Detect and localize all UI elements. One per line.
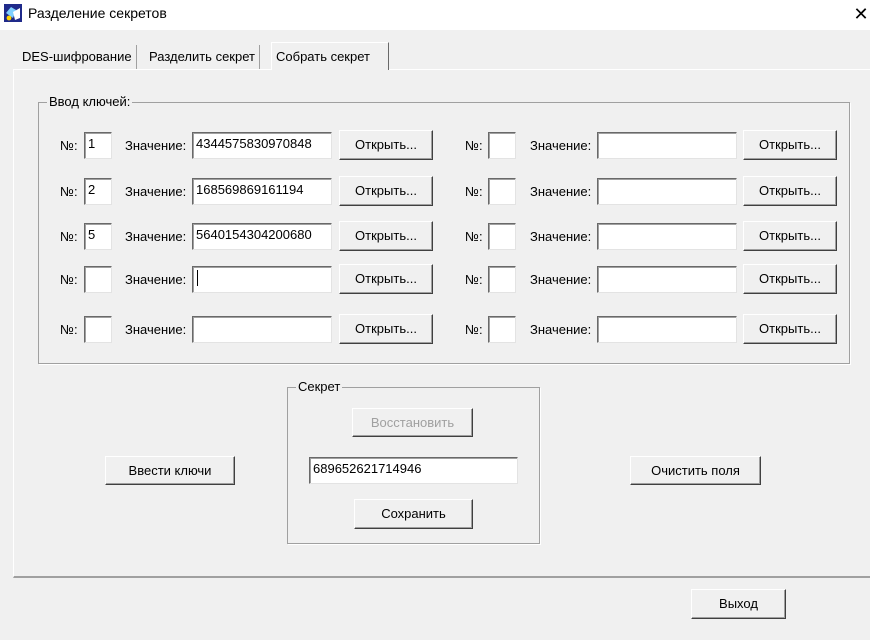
key-value-field-3[interactable]: 5640154304200680 <box>192 223 332 250</box>
key-value-label: Значение: <box>125 322 187 337</box>
enter-keys-button[interactable]: Ввести ключи <box>105 456 235 485</box>
open-key-file-button-2[interactable]: Открыть... <box>339 176 433 206</box>
open-key-file-button-7[interactable]: Открыть... <box>743 176 837 206</box>
key-value-label: Значение: <box>530 184 592 199</box>
app-icon <box>4 4 22 22</box>
secret-value-field[interactable]: 689652621714946 <box>309 457 518 484</box>
open-key-file-button-4[interactable]: Открыть... <box>339 264 433 294</box>
key-number-field-3[interactable]: 5 <box>84 223 112 250</box>
key-number-field-5[interactable] <box>84 316 112 343</box>
text-caret <box>197 270 198 286</box>
open-key-file-button-9[interactable]: Открыть... <box>743 264 837 294</box>
key-number-label: №: <box>60 272 78 287</box>
key-value-field-1[interactable]: 4344575830970848 <box>192 132 332 159</box>
key-value-field-6[interactable] <box>597 132 737 159</box>
key-value-field-2[interactable]: 168569869161194 <box>192 178 332 205</box>
key-number-label: №: <box>60 229 78 244</box>
save-button[interactable]: Сохранить <box>354 499 473 529</box>
key-number-field-10[interactable] <box>488 316 516 343</box>
key-value-field-8[interactable] <box>597 223 737 250</box>
key-value-field-5[interactable] <box>192 316 332 343</box>
open-key-file-button-1[interactable]: Открыть... <box>339 130 433 160</box>
key-number-field-7[interactable] <box>488 178 516 205</box>
key-number-label: №: <box>60 184 78 199</box>
key-value-label: Значение: <box>530 272 592 287</box>
tab-collect-secret[interactable]: Собрать секрет <box>271 42 389 70</box>
open-key-file-button-5[interactable]: Открыть... <box>339 314 433 344</box>
tab-panel <box>13 69 870 578</box>
key-number-field-1[interactable]: 1 <box>84 132 112 159</box>
key-value-label: Значение: <box>125 272 187 287</box>
restore-button[interactable]: Восстановить <box>352 408 473 437</box>
key-number-field-2[interactable]: 2 <box>84 178 112 205</box>
tab-des-encryption[interactable]: DES-шифрование <box>18 45 137 69</box>
exit-button[interactable]: Выход <box>691 589 786 619</box>
title-bar: Разделение секретов ✕ <box>0 0 870 30</box>
key-value-field-9[interactable] <box>597 266 737 293</box>
key-number-label: №: <box>465 138 483 153</box>
key-number-field-8[interactable] <box>488 223 516 250</box>
key-value-label: Значение: <box>530 322 592 337</box>
secret-group-title: Секрет <box>296 379 343 395</box>
key-value-label: Значение: <box>530 229 592 244</box>
key-number-label: №: <box>465 184 483 199</box>
tab-split-secret[interactable]: Разделить секрет <box>145 45 260 69</box>
key-number-field-6[interactable] <box>488 132 516 159</box>
key-value-field-10[interactable] <box>597 316 737 343</box>
key-number-label: №: <box>465 229 483 244</box>
key-value-field-4[interactable] <box>192 266 332 293</box>
key-value-label: Значение: <box>125 229 187 244</box>
key-number-field-4[interactable] <box>84 266 112 293</box>
window-title: Разделение секретов <box>28 5 167 21</box>
secret-group: Секрет <box>287 379 540 544</box>
keys-group-title: Ввод ключей: <box>47 94 133 110</box>
open-key-file-button-8[interactable]: Открыть... <box>743 221 837 251</box>
key-number-label: №: <box>465 322 483 337</box>
open-key-file-button-3[interactable]: Открыть... <box>339 221 433 251</box>
key-number-field-9[interactable] <box>488 266 516 293</box>
clear-fields-button[interactable]: Очистить поля <box>630 456 761 485</box>
key-value-label: Значение: <box>530 138 592 153</box>
keys-group: Ввод ключей: <box>38 94 850 364</box>
key-number-label: №: <box>60 138 78 153</box>
close-icon[interactable]: ✕ <box>853 4 869 24</box>
key-number-label: №: <box>465 272 483 287</box>
open-key-file-button-6[interactable]: Открыть... <box>743 130 837 160</box>
key-value-field-7[interactable] <box>597 178 737 205</box>
key-value-label: Значение: <box>125 184 187 199</box>
key-number-label: №: <box>60 322 78 337</box>
open-key-file-button-10[interactable]: Открыть... <box>743 314 837 344</box>
key-value-label: Значение: <box>125 138 187 153</box>
